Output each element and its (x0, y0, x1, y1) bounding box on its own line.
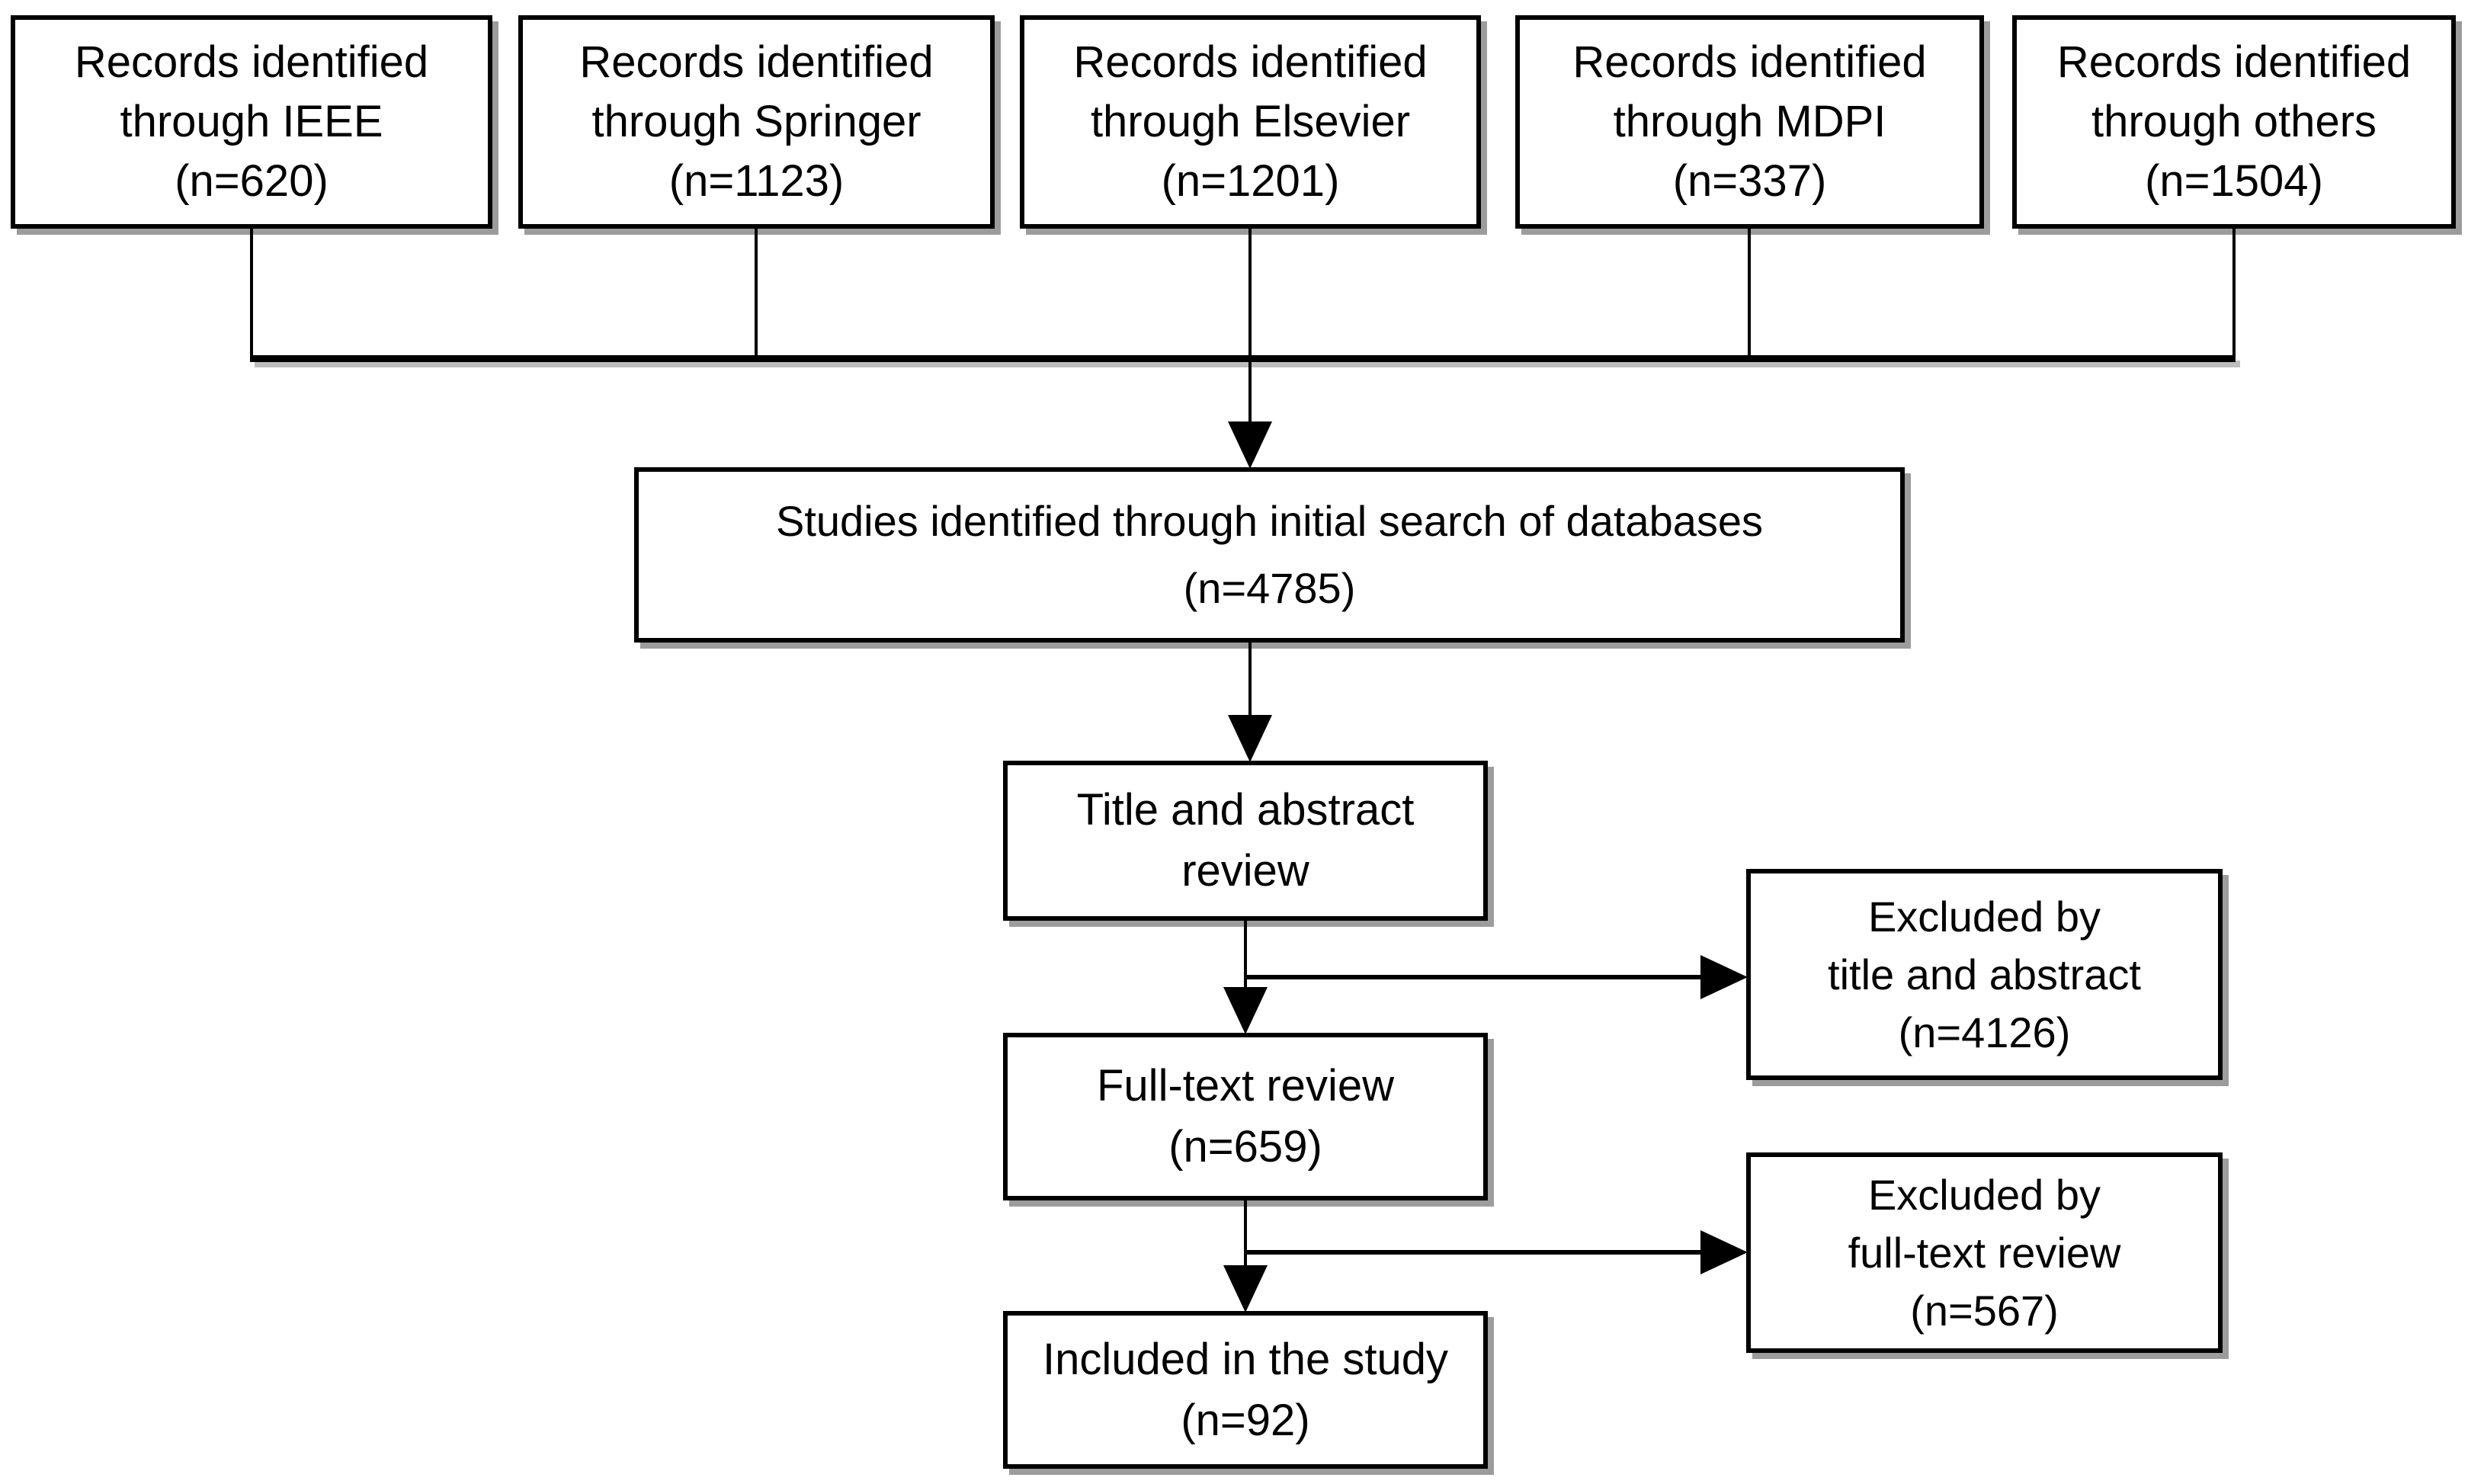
box-text-line: through Elsevier (1090, 97, 1411, 146)
box-text-line: title and abstract (1828, 950, 2141, 998)
box-count-line: (n=659) (1168, 1122, 1322, 1171)
arrowhead-into-excluded-title-icon (1700, 955, 1748, 999)
box-text-line: Included in the study (1042, 1334, 1449, 1384)
arrowhead-into-excluded-fulltext-icon (1700, 1230, 1748, 1274)
box-excluded-title-abstract: Excluded by title and abstract (n=4126) (1746, 869, 2223, 1080)
connector-branch-excluded-title (1244, 975, 1701, 979)
box-text-line: through others (2091, 97, 2377, 146)
box-text-line: through MDPI (1613, 97, 1886, 146)
box-records-mdpi: Records identified through MDPI (n=337) (1515, 15, 1984, 229)
box-text-line: Excluded by (1867, 892, 2101, 941)
box-count-line: (n=1201) (1161, 156, 1340, 206)
connector-stem-springer (755, 229, 758, 362)
box-text-line: Records identified (74, 37, 429, 87)
arrowhead-into-pooled-icon (1228, 421, 1272, 469)
box-text-line: Studies identified through initial searc… (775, 497, 1764, 545)
box-text-line: Records identified (579, 37, 934, 87)
box-count-line: (n=1123) (668, 156, 845, 206)
arrowhead-into-title-review-icon (1228, 715, 1272, 762)
box-records-springer: Records identified through Springer (n=1… (518, 15, 995, 229)
connector-pooled-to-title-review (1248, 641, 1252, 716)
box-count-line: (n=1504) (2145, 156, 2323, 206)
box-text-line: full-text review (1848, 1228, 2121, 1277)
box-text-line: Records identified (1572, 37, 1927, 87)
box-text-line: review (1181, 846, 1309, 896)
box-text-line: through IEEE (120, 97, 383, 146)
box-count-line: (n=4126) (1898, 1008, 2071, 1056)
box-included-in-study: Included in the study (n=92) (1003, 1311, 1488, 1469)
box-text-line: Full-text review (1097, 1061, 1394, 1111)
connector-merge-line (250, 355, 2236, 362)
box-title-abstract-review: Title and abstract review (1003, 761, 1488, 921)
box-text-line: Records identified (1073, 37, 1428, 87)
box-count-line: (n=92) (1181, 1395, 1310, 1445)
box-text-line: Excluded by (1867, 1170, 2101, 1219)
box-count-line: (n=620) (175, 156, 329, 206)
box-records-ieee: Records identified through IEEE (n=620) (11, 15, 492, 229)
arrowhead-into-included-icon (1223, 1265, 1268, 1313)
box-text-line: Records identified (2056, 37, 2412, 87)
box-count-line: (n=337) (1672, 156, 1827, 206)
box-records-elsevier: Records identified through Elsevier (n=1… (1020, 15, 1481, 229)
box-excluded-fulltext: Excluded by full-text review (n=567) (1746, 1152, 2223, 1353)
box-text-line: Title and abstract (1076, 785, 1415, 835)
box-studies-identified: Studies identified through initial searc… (634, 467, 1905, 643)
connector-branch-excluded-fulltext (1244, 1250, 1701, 1255)
connector-title-to-fulltext (1244, 919, 1247, 989)
box-fulltext-review: Full-text review (n=659) (1003, 1033, 1488, 1200)
connector-stem-others (2232, 229, 2236, 362)
box-count-line: (n=4785) (1183, 564, 1356, 612)
box-records-others: Records identified through others (n=150… (2012, 15, 2456, 229)
connector-stem-elsevier (1248, 229, 1252, 362)
connector-fulltext-to-included (1244, 1199, 1247, 1269)
box-text-line: through Springer (591, 97, 921, 146)
box-count-line: (n=567) (1910, 1286, 2059, 1335)
arrowhead-into-fulltext-icon (1223, 987, 1268, 1034)
connector-stem-ieee (250, 229, 253, 362)
connector-merge-drop (1248, 361, 1252, 423)
connector-stem-mdpi (1748, 229, 1751, 362)
